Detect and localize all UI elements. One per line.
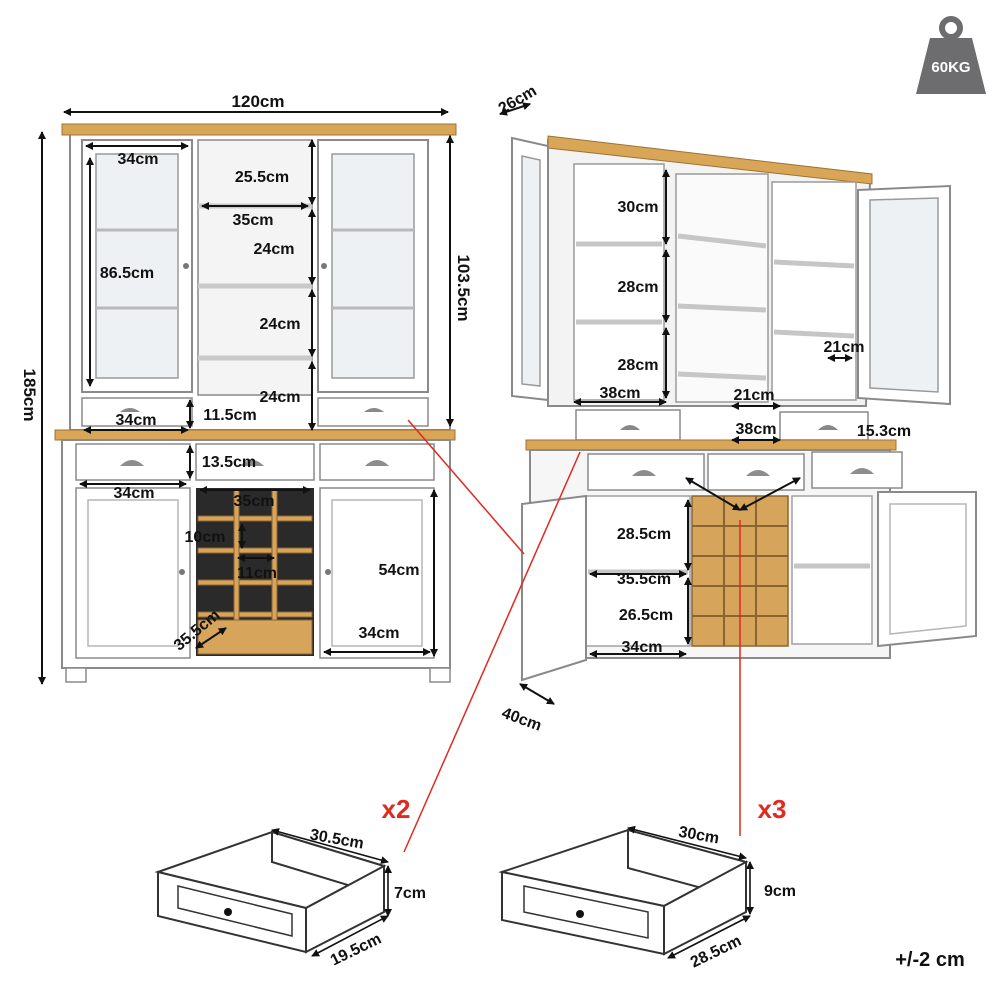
- shelf-gap-1-label: 24cm: [254, 241, 295, 258]
- front-view-cabinet: [54, 123, 457, 683]
- base-depth-label: 40cm: [499, 705, 543, 735]
- base-door-height-label: 54cm: [379, 562, 420, 579]
- inner-width-38-label: 38cm: [600, 385, 641, 402]
- base-35-5-label: 35.5cm: [617, 571, 671, 588]
- shelf-gap-3-label: 24cm: [260, 389, 301, 406]
- glass-door-height-label: 86.5cm: [100, 265, 154, 282]
- base-door-width-label: 34cm: [359, 625, 400, 642]
- total-width-label: 120cm: [232, 92, 285, 111]
- hutch-depth-label: 26cm: [496, 83, 540, 118]
- hutch-height-label: 103.5cm: [454, 254, 473, 321]
- glass-door-right: [317, 139, 429, 393]
- glass-door-width-label: 34cm: [118, 151, 159, 168]
- drawer-small-dims: [271, 828, 392, 957]
- drawer-15-3-label: 15.3cm: [857, 423, 911, 440]
- wine-cell-width-label: 11cm: [237, 565, 277, 582]
- drawer-small-height: 7cm: [394, 885, 426, 902]
- weight-icon: [916, 16, 986, 94]
- drawer-large-count: x3: [758, 794, 787, 824]
- shelf-28b-label: 28cm: [618, 357, 659, 374]
- wine-cell-height-label: 10cm: [185, 529, 226, 546]
- side-dimension-labels: 26cm 30cm 28cm 28cm 38cm 21cm 21cm 38cm …: [496, 83, 911, 735]
- center-38-label: 38cm: [736, 421, 777, 438]
- base-drawer-height-label: 13.5cm: [202, 454, 256, 471]
- front-dimension-lines: [38, 108, 454, 685]
- open-view-cabinet: [511, 135, 977, 682]
- right-shelf-21-label: 21cm: [824, 339, 865, 356]
- glass-door-left: [81, 139, 193, 393]
- drawer-small-count: x2: [382, 794, 411, 824]
- base-28-5-label: 28.5cm: [617, 526, 671, 543]
- drawer-large-height: 9cm: [764, 883, 796, 900]
- weight-label: 60KG: [931, 59, 970, 76]
- total-height-label: 185cm: [20, 369, 39, 422]
- side-dimension-lines: [499, 102, 853, 705]
- wine-rack-width-label: 35cm: [234, 493, 275, 510]
- drawer-pointer-lines: [403, 419, 741, 853]
- shelf-28a-label: 28cm: [618, 279, 659, 296]
- base-26-5-label: 26.5cm: [619, 607, 673, 624]
- base-34-label: 34cm: [622, 639, 663, 656]
- center-21-label: 21cm: [734, 387, 775, 404]
- small-drawer-width-label: 34cm: [116, 412, 157, 429]
- tolerance-note: +/-2 cm: [895, 949, 964, 971]
- small-drawer-height-label: 11.5cm: [203, 407, 256, 424]
- center-shelf-width-label: 35cm: [233, 212, 274, 229]
- top-shelf-height-label: 25.5cm: [235, 169, 289, 186]
- shelf-gap-2-label: 24cm: [260, 316, 301, 333]
- drawer-large-length: 30cm: [677, 824, 720, 848]
- base-drawer-width-label: 34cm: [114, 485, 155, 502]
- drawer-large-dims: [627, 825, 754, 959]
- shelf-30-label: 30cm: [618, 199, 659, 216]
